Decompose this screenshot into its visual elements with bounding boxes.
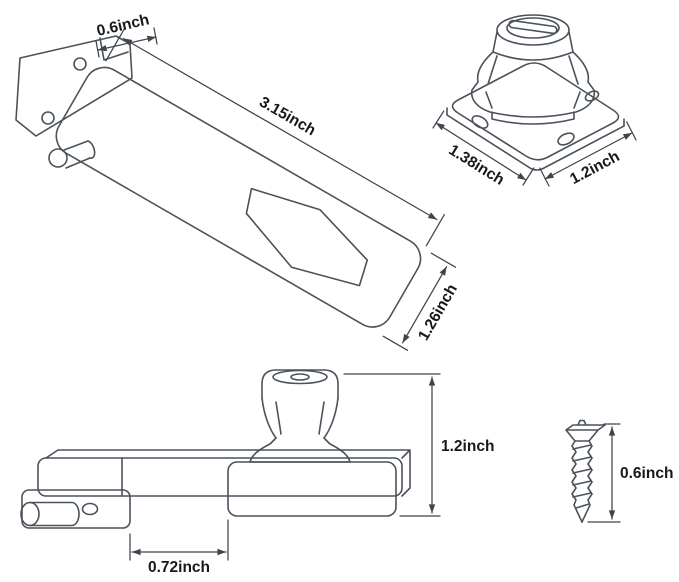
knob-skirt [249,437,351,463]
extension-ticks [129,519,229,561]
keeper-plate [227,461,397,517]
dimension-label-side-height: 1.2inch [441,438,494,455]
dimension-hasp-length-and-width [105,28,457,351]
dimension-label-screw-length: 0.6inch [620,465,673,482]
screw-head [565,419,606,442]
screw-hole [584,90,600,102]
dimension-line-lock-base-width [435,122,527,181]
hinge-pin-end [87,140,96,159]
side-view-drawing [20,369,411,529]
extension-ticks [539,121,637,187]
extension-ticks [105,28,445,247]
extension-ticks [432,110,535,186]
dimension-label-hinge-plate-length: 0.72inch [148,559,210,576]
hinge-pin-cap [20,501,40,527]
knob-side-walls [492,31,574,61]
dimension-label-hinge-width: 0.6inch [95,11,151,40]
hinge-pin-body [63,140,91,169]
strap-bar [37,457,403,497]
strap-hex-cutout [245,187,369,287]
part-drawings [15,14,625,529]
base-plate-outline [451,62,620,161]
knob-body-taper [261,397,339,439]
screw-hole [81,502,99,516]
knob-top-face [272,369,328,385]
screw-drawing [565,419,606,523]
screw-hole [471,115,489,129]
knob-top-face [506,17,560,39]
knob-top-dimple [290,373,310,381]
hinge-leaf-outline [15,35,133,137]
knob-top-outline [496,14,570,46]
screw-hole [41,111,55,125]
lock-body-drawing [446,14,625,171]
extension-ticks [382,252,457,351]
extension-ticks [587,423,621,523]
strap-outline [55,66,422,328]
knob-turn-slot [508,19,558,35]
hasp-plate-drawing [15,35,422,328]
knob-pedestal [491,111,575,125]
strap-bar-top-face [45,449,411,497]
screw-hole [73,57,87,71]
hinge-pin-body [29,501,80,527]
dimension-lines [95,27,637,561]
knob-facet-lines [275,401,325,435]
screw-thread-right-edge [581,440,593,523]
dimension-line-hinge-width [97,35,157,52]
screw-thread-left-edge [571,440,583,523]
knob-facet-lines [485,55,581,109]
dimension-label-hasp-width: 1.26inch [415,281,461,343]
dimension-line-hasp-width [401,266,448,344]
dimension-label-lock-base-depth: 1.2inch [567,148,622,188]
dimension-line-hasp-length [122,37,438,221]
extension-ticks [343,373,441,517]
dimension-label-hasp-length: 3.15inch [256,94,318,140]
base-plate-thickness [446,107,625,171]
dimension-line-lock-base-depth [544,132,633,180]
screw-thread-lines [572,444,592,509]
knob-skirt [470,51,596,118]
hinge-pin-head [48,148,68,168]
